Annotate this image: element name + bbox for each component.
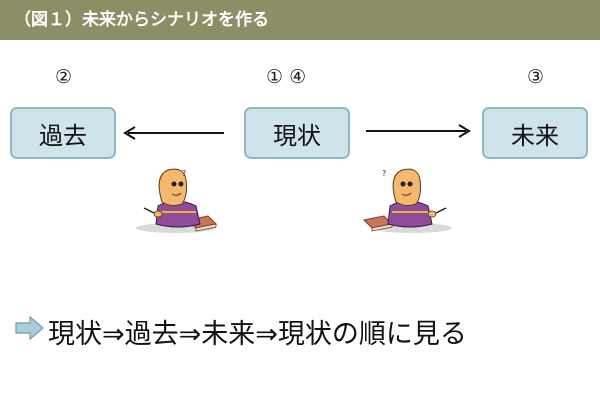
block-arrow-right-icon bbox=[15, 316, 44, 340]
svg-text:?: ? bbox=[382, 169, 386, 178]
step-number-present: ① ④ bbox=[266, 66, 307, 88]
arrow-right-icon bbox=[366, 124, 471, 138]
svg-text:?: ? bbox=[182, 169, 186, 178]
present-box: 現状 bbox=[244, 107, 350, 159]
thinking-person-icon: ? bbox=[362, 168, 452, 233]
step-number-past: ② bbox=[55, 66, 73, 88]
future-box: 未来 bbox=[482, 107, 588, 159]
step-number-future: ③ bbox=[527, 66, 545, 88]
summary-text: 現状⇒過去⇒未来⇒現状の順に見る bbox=[48, 319, 467, 350]
thinking-person-icon: ? bbox=[136, 168, 218, 233]
past-box: 過去 bbox=[10, 107, 116, 159]
figure-title: （図１）未来からシナリオを作る bbox=[0, 0, 600, 40]
arrow-left-icon bbox=[123, 126, 224, 140]
